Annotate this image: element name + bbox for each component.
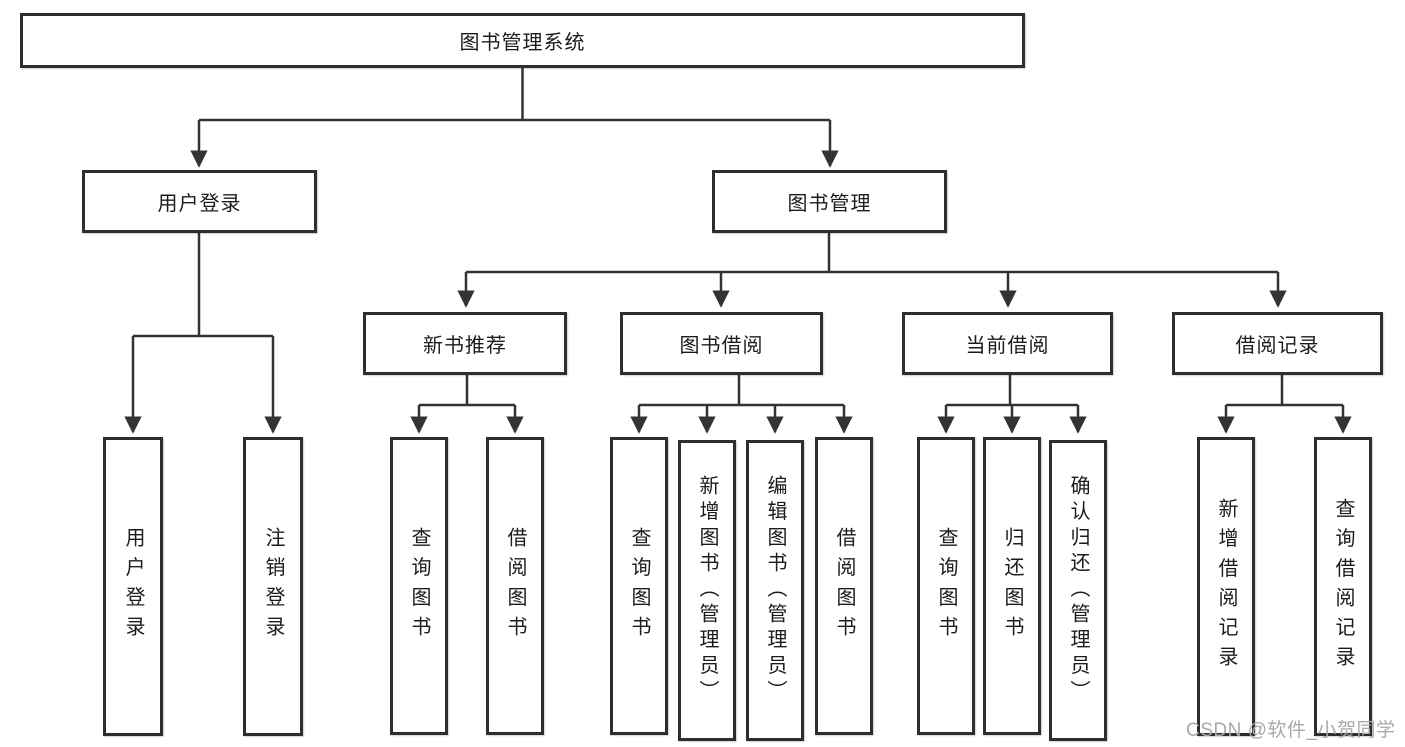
node-root-library-management-system: 图书管理系统 [20,13,1025,68]
leaf-query-borrow-record: 查询借阅记录 [1314,437,1372,736]
leaf-query-books-borrowing: 查询图书 [610,437,668,735]
leaf-user-login: 用户登录 [103,437,163,736]
csdn-watermark: CSDN @软件_小贺同学 [1186,720,1396,741]
node-user-login-branch: 用户登录 [82,170,317,233]
leaf-logout: 注销登录 [243,437,303,736]
leaf-return-books: 归还图书 [983,437,1041,735]
node-borrowing-records: 借阅记录 [1172,312,1383,375]
node-new-book-recommendation: 新书推荐 [363,312,567,375]
node-current-borrowing: 当前借阅 [902,312,1113,375]
node-book-borrowing: 图书借阅 [620,312,823,375]
leaf-add-books-admin: 新增图书（管理员） [678,440,736,741]
leaf-edit-books-admin: 编辑图书（管理员） [746,440,804,741]
leaf-borrow-books: 借阅图书 [815,437,873,735]
leaf-add-borrow-record: 新增借阅记录 [1197,437,1255,736]
leaf-query-books-current: 查询图书 [917,437,975,735]
leaf-confirm-return-admin: 确认归还（管理员） [1049,440,1107,741]
leaf-query-books-recommendation: 查询图书 [390,437,448,735]
node-book-management-branch: 图书管理 [712,170,947,233]
leaf-borrow-books-recommendation: 借阅图书 [486,437,544,735]
